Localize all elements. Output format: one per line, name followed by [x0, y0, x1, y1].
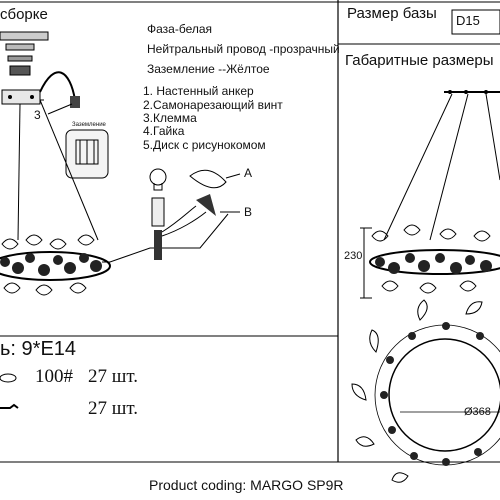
phase-wire-label: Фаза-белая [147, 22, 213, 36]
parts-list-item: 2.Самонарезающий винт [143, 98, 283, 112]
bulb-detail-drawing [149, 168, 241, 260]
parts-list-item: 5.Диск с рисунокомом [143, 138, 266, 152]
lamp-quantity: 27 шт. [88, 366, 139, 387]
base-dimension: D15 [456, 13, 480, 28]
parts-list-item: 4.Гайка [143, 124, 185, 138]
height-dimension: 230 [344, 250, 363, 262]
base-size-title: Размер базы [347, 5, 437, 22]
ground-wire-label: Заземление --Жёлтое [147, 62, 270, 76]
callout-part-3: 3 [34, 108, 41, 122]
overall-dimensions-title: Габаритные размеры [345, 52, 494, 69]
callout-a: A [244, 166, 253, 180]
parts-list-item: 1. Настенный анкер [143, 84, 254, 98]
parts-list-item: 3.Клемма [143, 111, 197, 125]
grounding-callout: Заземление [72, 122, 106, 128]
lamp-power: 100# [35, 366, 73, 387]
assembly-title: сборке [0, 6, 48, 23]
lamp-quantity: 27 шт. [88, 398, 139, 419]
lamps-spec: ь: 9*E14 [0, 338, 77, 360]
ceiling-mount-drawing [0, 31, 109, 241]
lamp-table-icons [0, 373, 19, 409]
diameter-dimension: Ø368 [464, 406, 491, 418]
chandelier-side-view-left [0, 213, 229, 296]
chandelier-side-view-right [360, 90, 500, 299]
product-coding: Product coding: MARGO SP9R [149, 477, 344, 493]
neutral-wire-label: Нейтральный провод -прозрачный [147, 42, 340, 56]
callout-b: B [244, 205, 253, 219]
chandelier-top-view [351, 299, 500, 483]
